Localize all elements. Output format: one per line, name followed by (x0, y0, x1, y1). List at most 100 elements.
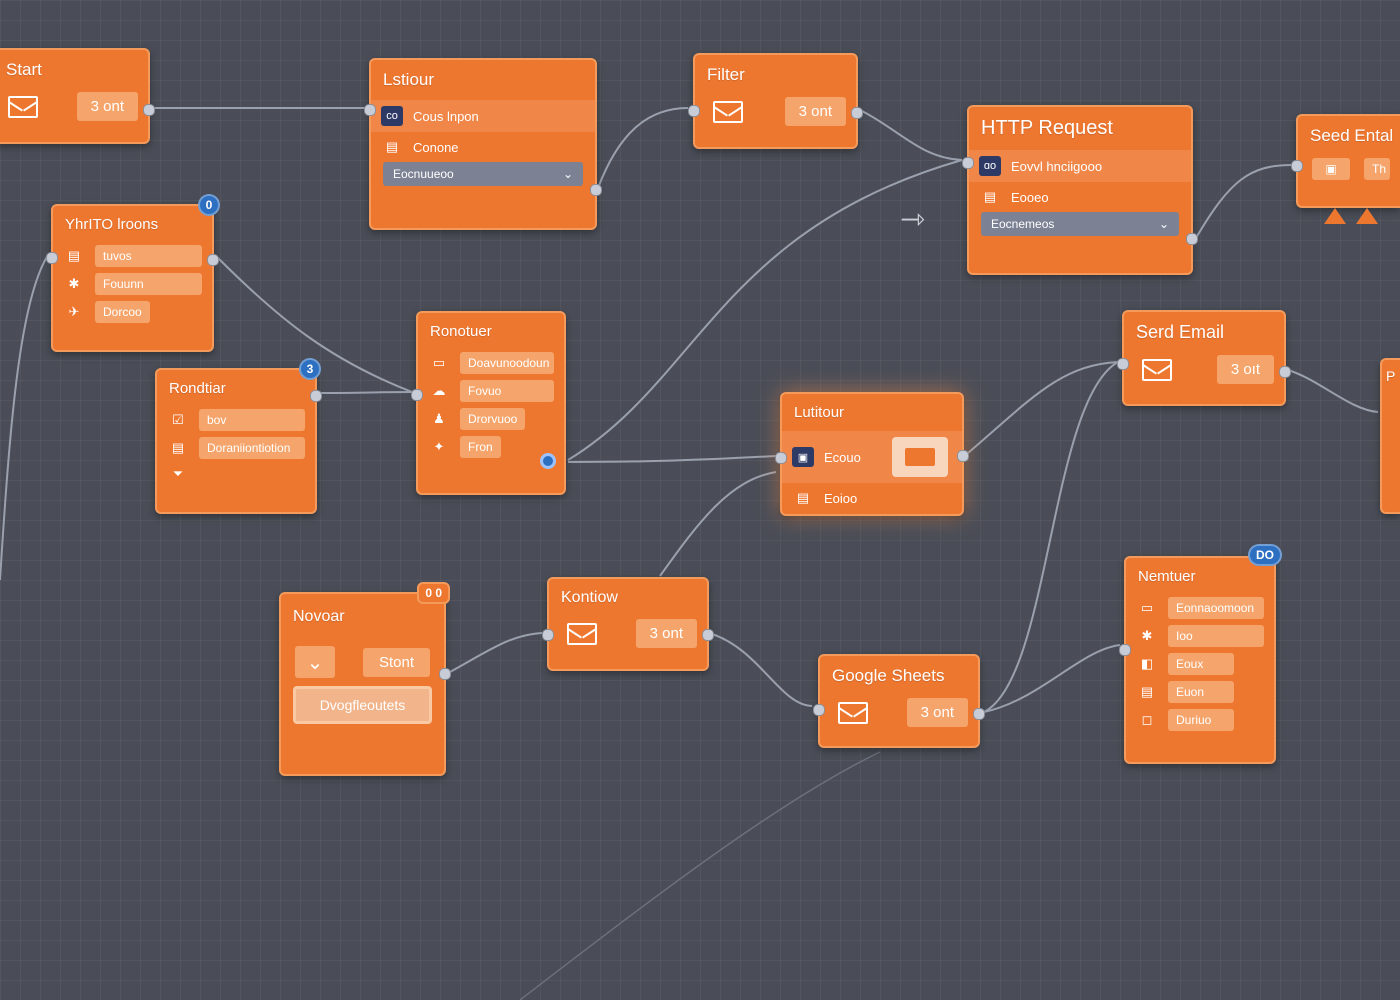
mail-icon (1142, 358, 1172, 381)
input-port[interactable] (1117, 358, 1129, 370)
input-port[interactable] (962, 157, 974, 169)
list-icon: ▤ (171, 440, 185, 455)
wire-lutitour-send (967, 361, 1119, 454)
node-output-pill[interactable]: 3 ont (76, 92, 138, 121)
node-start[interactable]: Start 3 ont (0, 48, 155, 144)
input-port[interactable] (688, 105, 700, 117)
output-port-active[interactable] (540, 453, 556, 469)
node-output-pill[interactable]: 3 oıt (1216, 355, 1274, 384)
node-http-request[interactable]: HTTP Request ɑo Eovvl hnciigooo ▤ Eooeo … (962, 105, 1198, 275)
wire-left-edge (0, 254, 49, 581)
input-port[interactable] (542, 629, 554, 641)
row-label: Eoioo (824, 490, 858, 506)
id-card-icon: ɑo (979, 156, 1001, 176)
node-title: Serd Email (1136, 322, 1225, 342)
box-icon: ◻ (1141, 712, 1153, 727)
puzzle-icon: ✦ (433, 439, 445, 454)
input-port[interactable] (364, 104, 376, 116)
node-nemtuer[interactable]: Nemtuer ▭Eonnaoomoon ✱Ioo ◧Eoux ▤Euon ◻D… (1119, 544, 1282, 764)
output-port[interactable] (310, 390, 322, 402)
node-output-pill[interactable]: Stont (362, 647, 430, 677)
output-port[interactable] (590, 184, 602, 196)
node-title: Nemtuer (1138, 568, 1196, 585)
output-port[interactable] (439, 668, 451, 680)
wire-http-send (1195, 164, 1293, 239)
field-pill[interactable]: Ioo (1168, 625, 1264, 647)
node-novoar[interactable]: Novoar ⌄ Stont Dvogfleoutets 0 0 (279, 582, 451, 776)
field-pill[interactable]: Dorcoo (95, 301, 150, 323)
output-port[interactable] (143, 104, 155, 116)
node-send-email-top[interactable]: Seed Ental ▣ Th (1291, 114, 1400, 208)
rocket-icon: ✈ (68, 304, 80, 319)
dropdown-value: Eocnuueoo (393, 167, 454, 181)
row-label: Cous lnpon (413, 108, 479, 124)
dropdown-value: Eocnemeos (991, 217, 1055, 231)
node-ronotuer[interactable]: Ronotuer ▭Doavunoodoun ☁Fovuo ♟Drorvuoo … (411, 311, 566, 495)
chevron-down-icon: ⌄ (1158, 217, 1169, 231)
mail-icon (8, 95, 38, 118)
id-card-icon: co (381, 106, 403, 126)
node-output-pill[interactable]: 3 ont (784, 97, 846, 126)
field-pill[interactable]: Drorvuoo (460, 408, 526, 430)
image-icon: ▭ (432, 355, 446, 370)
field-pill[interactable]: Fron (460, 436, 501, 458)
field-pill[interactable]: Fovuo (460, 380, 554, 402)
node-dropdown[interactable]: Eocnemeos ⌄ (981, 212, 1179, 236)
output-port[interactable] (973, 708, 985, 720)
list-icon: ▤ (67, 248, 81, 263)
wire-kontiow-sheets (711, 633, 813, 707)
wire-rondtiar-ronotuer (319, 391, 413, 394)
output-port[interactable] (702, 629, 714, 641)
chart-icon: ✱ (1141, 628, 1153, 643)
field-pill[interactable]: Duriuo (1168, 709, 1234, 731)
chart-icon: ✱ (68, 276, 80, 291)
input-port[interactable] (1291, 160, 1303, 172)
node-output-pill[interactable]: Th (1364, 158, 1390, 180)
list-icon: ▤ (385, 139, 399, 154)
field-pill[interactable]: Eoux (1168, 653, 1234, 675)
field-pill[interactable]: tuvos (95, 245, 202, 267)
node-google-sheets[interactable]: Google Sheets 3 ont (813, 654, 985, 748)
wire-sheets-send (983, 361, 1119, 713)
output-port[interactable] (1279, 366, 1291, 378)
input-port[interactable] (411, 389, 423, 401)
warning-marker-icon (1356, 208, 1378, 224)
chevron-down-icon: ⌄ (295, 646, 335, 678)
field-pill[interactable]: Doavunoodoun (460, 352, 554, 374)
warning-marker-icon (1324, 208, 1346, 224)
node-lutitour[interactable]: Lutitour ▣ Ecouo ▤ Eoioo (775, 392, 969, 516)
field-pill[interactable]: bov (199, 409, 305, 431)
node-partial-right[interactable]: P (1380, 358, 1400, 514)
output-port[interactable] (207, 254, 219, 266)
node-output-pill[interactable]: 3 ont (906, 698, 968, 727)
node-rondtiar[interactable]: Rondtiar ☑bov ▤Doraniiontiotion ⏷ 3 (155, 358, 322, 514)
output-port[interactable] (957, 450, 969, 462)
row-label: Eovvl hnciigooo (1011, 158, 1103, 174)
field-pill[interactable]: Eonnaoomoon (1168, 597, 1264, 619)
row-label: Conone (413, 139, 459, 155)
preview-field[interactable]: Dvogfleoutets (293, 686, 432, 724)
input-port[interactable] (813, 704, 825, 716)
node-yhrito[interactable]: YhrITO lroons ▤tuvos ✱Fouunn ✈Dorcoo 0 (46, 194, 220, 352)
input-port[interactable] (46, 252, 58, 264)
node-dropdown[interactable]: Eocnuueoo ⌄ (383, 162, 583, 186)
field-pill[interactable]: Doraniiontiotion (199, 437, 305, 459)
wire-ronotuer-http (567, 159, 963, 461)
output-port[interactable] (851, 107, 863, 119)
id-card-icon: ▣ (1312, 158, 1350, 180)
input-port[interactable] (1119, 644, 1131, 656)
node-kontiow[interactable]: Kontiow 3 ont (542, 577, 714, 671)
node-send-email[interactable]: Serd Email 3 oıt (1117, 310, 1291, 406)
node-title: Kontiow (561, 589, 618, 606)
field-pill[interactable]: Fouunn (95, 273, 202, 295)
output-port[interactable] (1186, 233, 1198, 245)
node-filter[interactable]: Filter 3 ont (688, 53, 863, 149)
node-title: Ronotuer (430, 323, 492, 340)
count-badge: DO (1248, 544, 1282, 566)
node-output-pill[interactable]: 3 ont (635, 619, 697, 648)
node-lstiour[interactable]: Lstiour co Cous lnpon ▤ Conone Eocnuueoo… (364, 58, 602, 230)
input-port[interactable] (775, 452, 787, 464)
node-title: Lutitour (794, 404, 845, 421)
image-icon: ▭ (1140, 600, 1154, 615)
field-pill[interactable]: Euon (1168, 681, 1234, 703)
